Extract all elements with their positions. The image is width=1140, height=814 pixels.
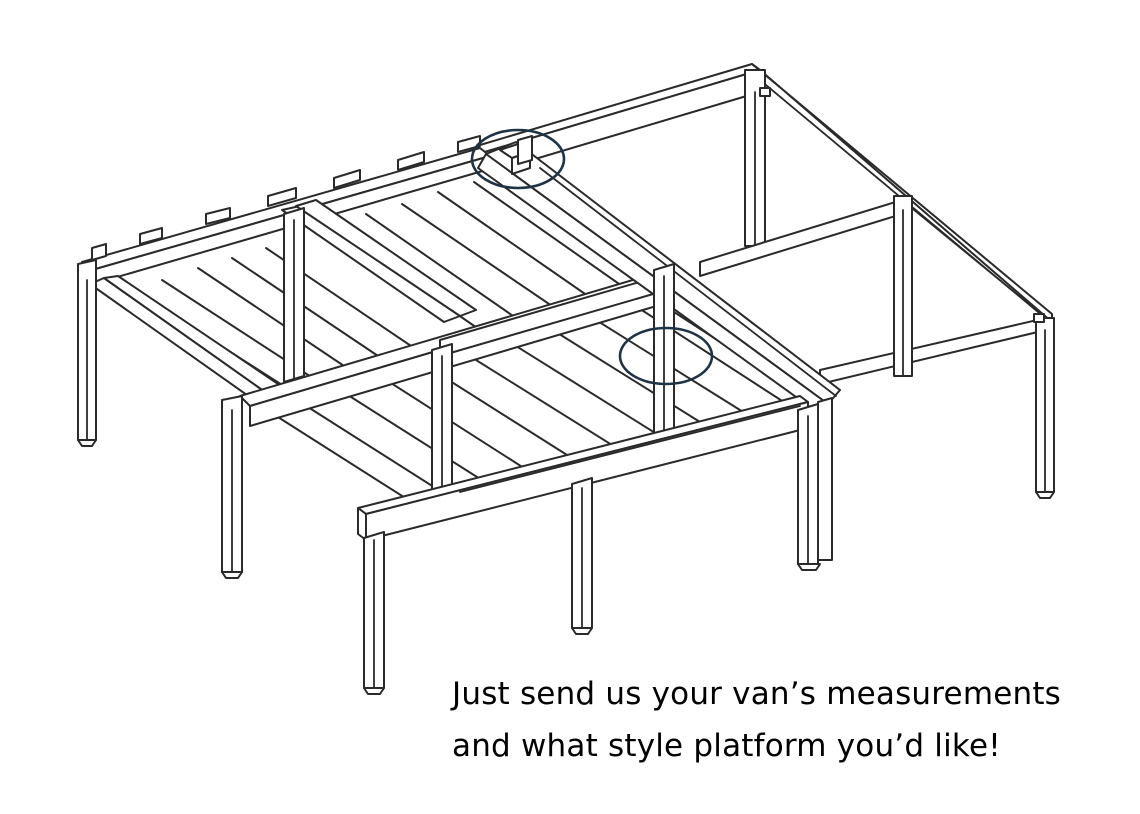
caption-line-2: and what style platform you’d like! (452, 728, 1001, 764)
left-frame (77, 135, 841, 579)
caption: Just send us your van’s measurements and… (452, 668, 1132, 772)
caption-line-1: Just send us your van’s measurements (452, 676, 1062, 712)
joint-detail-top (499, 135, 533, 175)
joint-callout-top (470, 128, 566, 190)
rail-blocks (91, 135, 481, 261)
joint-callout-middle (618, 326, 714, 386)
front-frame (357, 395, 833, 695)
right-frame (469, 63, 1055, 499)
